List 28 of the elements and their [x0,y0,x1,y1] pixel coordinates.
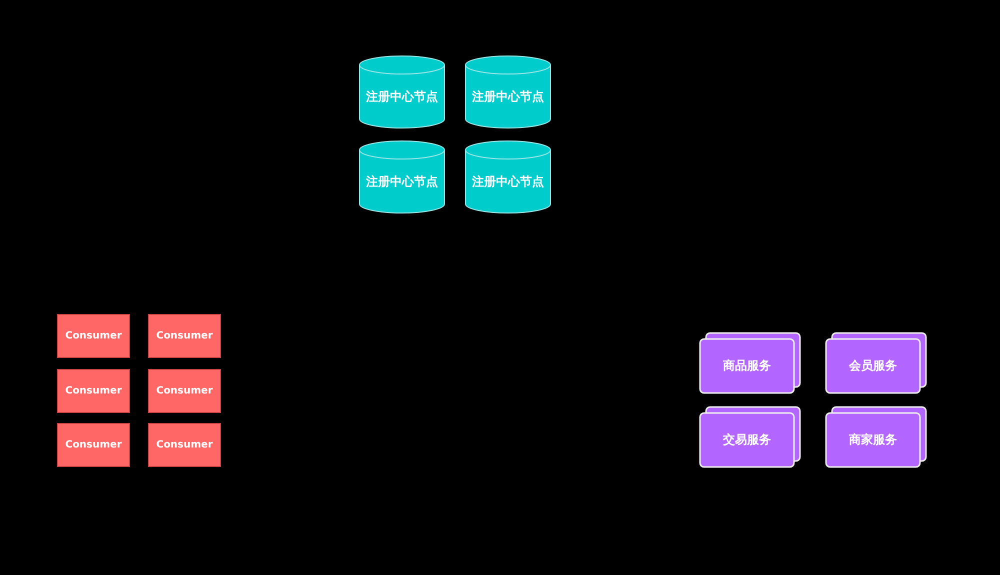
consumer-box [57,314,130,358]
service-card-stack [699,406,801,468]
node-label: 注册中心节点 [366,174,438,190]
service-card-stack [825,332,927,394]
node-label: 注册中心节点 [366,88,438,106]
consumer-box [57,369,130,413]
consumer-box [148,423,221,467]
consumer-box [148,314,221,358]
node-label: 会员服务 [849,358,897,374]
node-label: Consumer [156,330,213,342]
database-cylinder [359,56,445,128]
consumer-box [148,369,221,413]
node-label: Consumer [65,440,122,450]
node-label: 注册中心节点 [472,88,544,106]
database-cylinder [465,141,551,213]
database-cylinder [359,141,445,213]
consumer-box [57,423,130,467]
node-label: Consumer [65,330,122,342]
service-card-stack [699,332,801,394]
database-cylinder [465,56,551,128]
node-label: 注册中心节点 [472,174,544,190]
node-label: Consumer [156,386,213,396]
service-card-stack [825,406,927,468]
node-label: 商家服务 [849,432,897,448]
node-label: Consumer [65,386,122,396]
node-label: 商品服务 [723,358,771,374]
node-label: Consumer [156,440,213,450]
node-label: 交易服务 [723,432,771,448]
